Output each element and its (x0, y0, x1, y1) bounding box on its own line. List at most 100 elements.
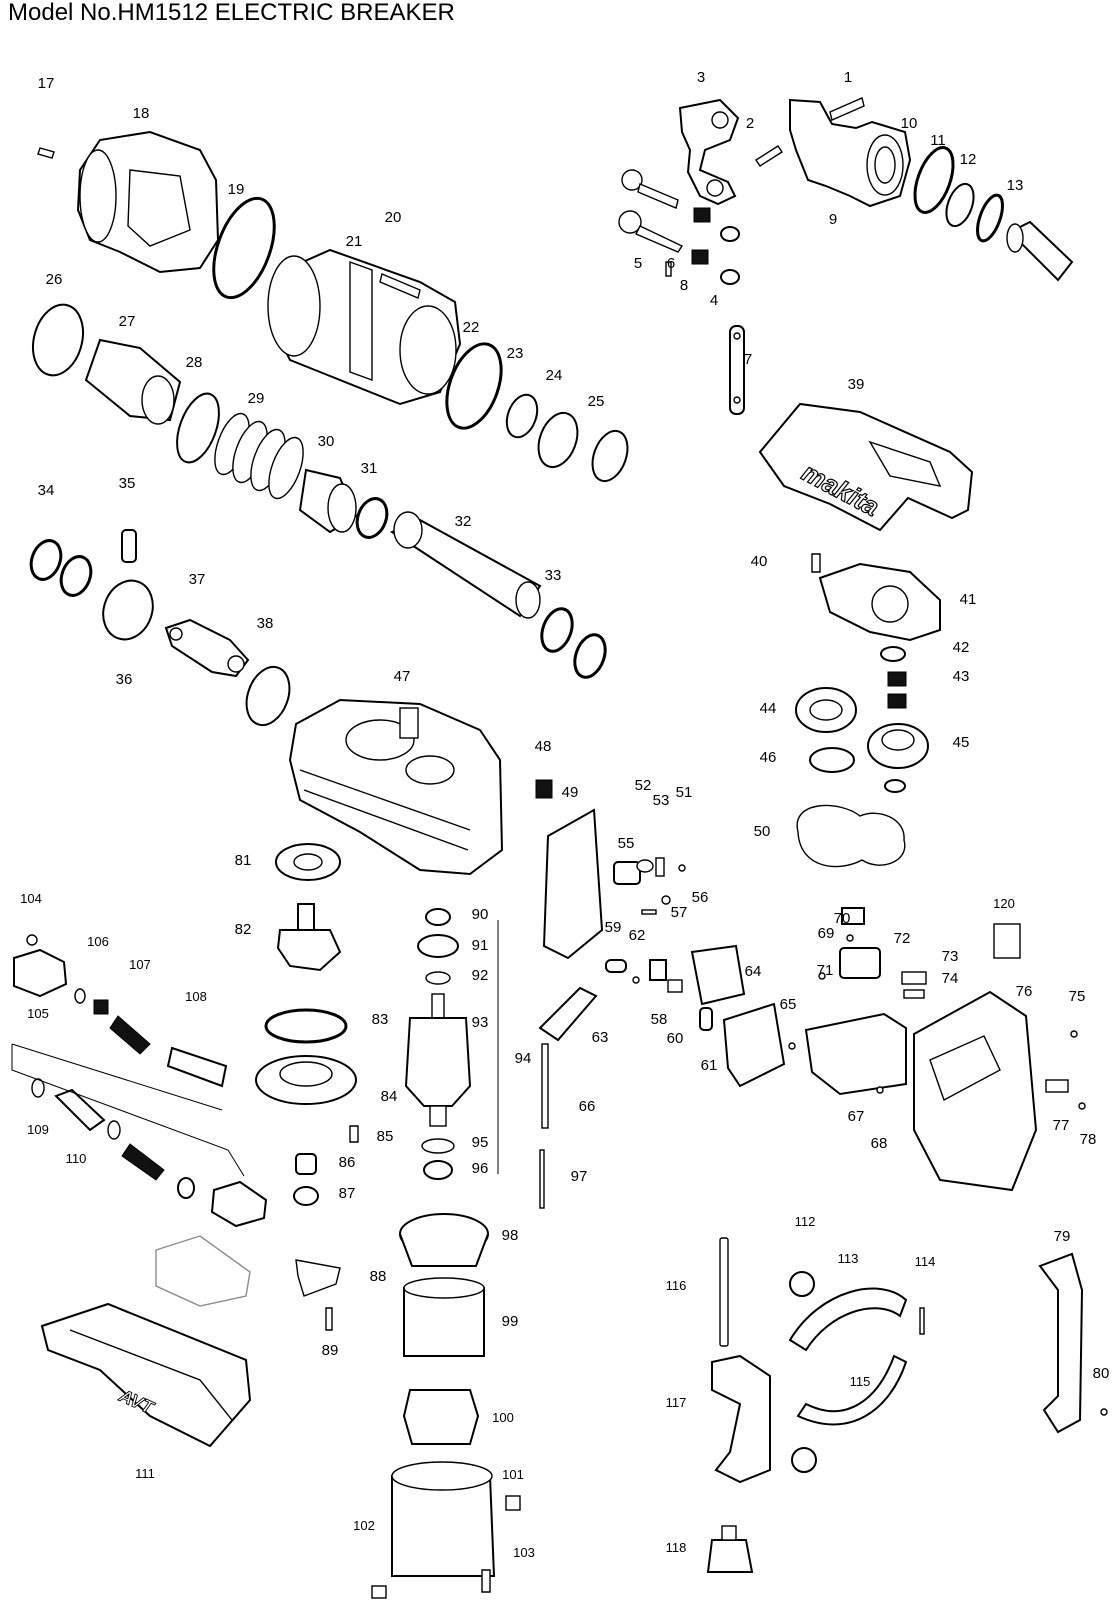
field-part-99 (403, 1277, 485, 1357)
spring-part-29 (214, 412, 304, 500)
callout-71: 71 (817, 962, 834, 979)
spring-part-48 (535, 779, 553, 799)
callout-24: 24 (546, 367, 563, 384)
callout-22: 22 (463, 319, 480, 336)
bolt-part-17 (37, 147, 55, 159)
callout-3: 3 (697, 69, 705, 86)
bearing-part-81 (275, 843, 341, 881)
callout-95: 95 (472, 1134, 489, 1151)
bolt-part-20 (379, 273, 421, 299)
callout-93: 93 (472, 1014, 489, 1031)
o-ring-part-12 (976, 193, 1004, 243)
terminal-part-77 (1045, 1079, 1069, 1093)
pin-part-7 (729, 325, 745, 415)
callout-9: 9 (829, 211, 837, 228)
callout-7: 7 (744, 351, 752, 368)
callout-47: 47 (394, 668, 411, 685)
callout-90: 90 (472, 906, 489, 923)
housing-part-18 (76, 130, 220, 274)
switch-part-70 (841, 907, 865, 925)
cap-part-86 (295, 1153, 317, 1175)
callout-52: 52 (635, 777, 652, 794)
cap-part-101b (371, 1585, 387, 1599)
callout-83: 83 (372, 1011, 389, 1028)
o-ring-part-22 (445, 342, 503, 430)
screw-part-57 (641, 909, 657, 915)
group-bracket-lines (11, 1043, 245, 1177)
callout-103: 103 (513, 1545, 535, 1560)
callout-117: 117 (666, 1395, 687, 1410)
callout-53: 53 (653, 792, 670, 809)
callout-29: 29 (248, 390, 265, 407)
callout-48: 48 (535, 738, 552, 755)
spring-part-8 (691, 207, 711, 265)
callout-82: 82 (235, 921, 252, 938)
washer-part-106a (74, 988, 86, 1004)
washer-part-25 (591, 429, 629, 483)
callout-27: 27 (119, 313, 136, 330)
pin-part-2 (755, 145, 783, 167)
grip-assembly-ghost (155, 1235, 251, 1307)
callout-11: 11 (930, 132, 946, 149)
callout-58: 58 (651, 1011, 668, 1028)
callout-116: 116 (666, 1278, 687, 1293)
cord-part-66 (541, 1043, 549, 1129)
callout-57: 57 (671, 904, 688, 921)
callout-114: 114 (915, 1254, 936, 1269)
callout-2: 2 (746, 115, 754, 132)
o-ring-part-33b (573, 633, 607, 679)
callout-87: 87 (339, 1185, 356, 1202)
grip-part-105 (13, 948, 68, 998)
screw-part-71 (818, 972, 826, 980)
bearing-part-46 (809, 747, 855, 773)
callout-35: 35 (119, 475, 136, 492)
washer-part-95 (421, 1138, 455, 1154)
callout-26: 26 (46, 271, 63, 288)
pin-part-35 (121, 529, 137, 563)
page-title: Model No.HM1512 ELECTRIC BREAKER (8, 0, 455, 26)
bearing-part-24 (537, 411, 579, 469)
callout-84: 84 (381, 1088, 398, 1105)
callout-46: 46 (760, 749, 777, 766)
bolt-part-40 (811, 553, 821, 573)
bracket-part-88 (295, 1259, 341, 1297)
nut-part-106 (93, 999, 109, 1015)
callout-75: 75 (1069, 988, 1086, 1005)
spring-part-107b (121, 1143, 165, 1181)
callout-86: 86 (339, 1154, 356, 1171)
callout-69: 69 (818, 925, 835, 942)
bearing-part-43b (887, 693, 907, 709)
screw-part-103 (481, 1569, 491, 1593)
shaft-part-13 (1006, 220, 1074, 282)
callout-94: 94 (515, 1050, 532, 1067)
callout-118: 118 (666, 1540, 687, 1555)
bracket-part-67 (804, 1012, 907, 1096)
callout-45: 45 (953, 734, 970, 751)
bushing-part-4 (720, 269, 740, 285)
terminal-part-58 (649, 959, 667, 981)
brush-holder-part-100 (402, 1389, 480, 1445)
callout-8: 8 (680, 277, 688, 294)
callout-89: 89 (322, 1342, 339, 1359)
callout-104: 104 (20, 891, 42, 906)
pin-part-114 (919, 1307, 925, 1335)
callout-108: 108 (185, 989, 207, 1004)
callout-12: 12 (960, 151, 977, 168)
callout-28: 28 (186, 354, 203, 371)
bolt-part-1 (829, 97, 865, 121)
gear-cover-part-41 (818, 562, 941, 642)
callout-115: 115 (850, 1374, 871, 1389)
cap-part-101 (505, 1495, 521, 1511)
washer-part-46b (884, 779, 906, 793)
ring-part-104 (26, 934, 38, 946)
callout-74: 74 (942, 970, 959, 987)
callout-81: 81 (235, 852, 252, 869)
callout-56: 56 (692, 889, 709, 906)
bolt-part-97 (539, 1149, 545, 1209)
callout-85: 85 (377, 1128, 394, 1145)
callout-60: 60 (667, 1030, 684, 1047)
sleeve-part-27 (84, 338, 182, 425)
callout-64: 64 (745, 963, 762, 980)
